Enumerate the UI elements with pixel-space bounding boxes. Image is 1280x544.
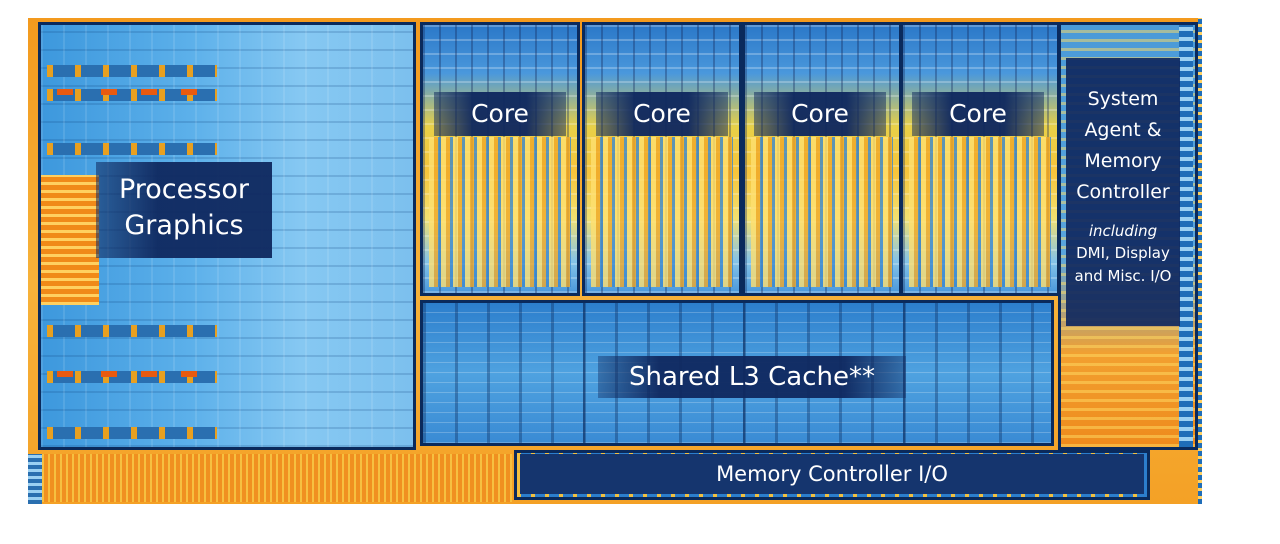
system-agent-title-line-4: Controller	[1076, 181, 1170, 203]
graphics-bar	[181, 89, 197, 95]
graphics-bar	[141, 371, 157, 377]
graphics-bar	[101, 371, 117, 377]
core-label-4: Core	[912, 92, 1044, 136]
graphics-stripe	[47, 427, 217, 439]
core-logic	[591, 137, 733, 287]
graphics-stripe	[47, 325, 217, 337]
memory-controller-io-label: Memory Controller I/O	[520, 454, 1144, 494]
die-bottom-strip	[42, 454, 512, 502]
graphics-bar	[141, 89, 157, 95]
system-agent-title-line-1: System	[1087, 88, 1159, 110]
die-right-edge-io	[1198, 18, 1202, 504]
graphics-stripe	[47, 65, 217, 77]
system-agent-subtitle-line-2: and Misc. I/O	[1074, 267, 1172, 285]
system-agent-subtitle-line-1: DMI, Display	[1076, 244, 1170, 262]
graphics-bar	[181, 371, 197, 377]
system-agent-label: System Agent & Memory Controller includi…	[1066, 58, 1180, 326]
core-logic	[909, 137, 1051, 287]
cache-slice-divider	[583, 303, 585, 443]
system-agent-io-strip	[1179, 25, 1193, 447]
shared-l3-cache-label: Shared L3 Cache**	[598, 356, 906, 398]
processor-die	[28, 18, 1202, 504]
system-agent-title-line-2: Agent &	[1084, 119, 1162, 141]
graphics-stripe	[47, 89, 217, 101]
core-region-4	[900, 22, 1060, 296]
processor-graphics-label-line-2: Graphics	[124, 210, 244, 241]
system-agent-subtitle-italic: including	[1088, 222, 1158, 240]
graphics-stripe	[47, 371, 217, 383]
system-agent-title-line-3: Memory	[1084, 150, 1162, 172]
core-label-3: Core	[754, 92, 886, 136]
core-region-3	[742, 22, 902, 296]
processor-graphics-label: Processor Graphics	[96, 162, 272, 258]
graphics-orange-block	[41, 175, 99, 305]
core-label-1: Core	[434, 92, 566, 136]
processor-graphics-label-line-1: Processor	[118, 174, 250, 205]
core-region-1	[420, 22, 580, 296]
core-label-2: Core	[596, 92, 728, 136]
die-left-edge-io	[28, 454, 42, 504]
core-logic	[429, 137, 571, 287]
graphics-bar	[101, 89, 117, 95]
core-region-2	[582, 22, 742, 296]
graphics-stripe	[47, 143, 217, 155]
graphics-bar	[57, 371, 73, 377]
graphics-bar	[57, 89, 73, 95]
core-logic	[751, 137, 893, 287]
